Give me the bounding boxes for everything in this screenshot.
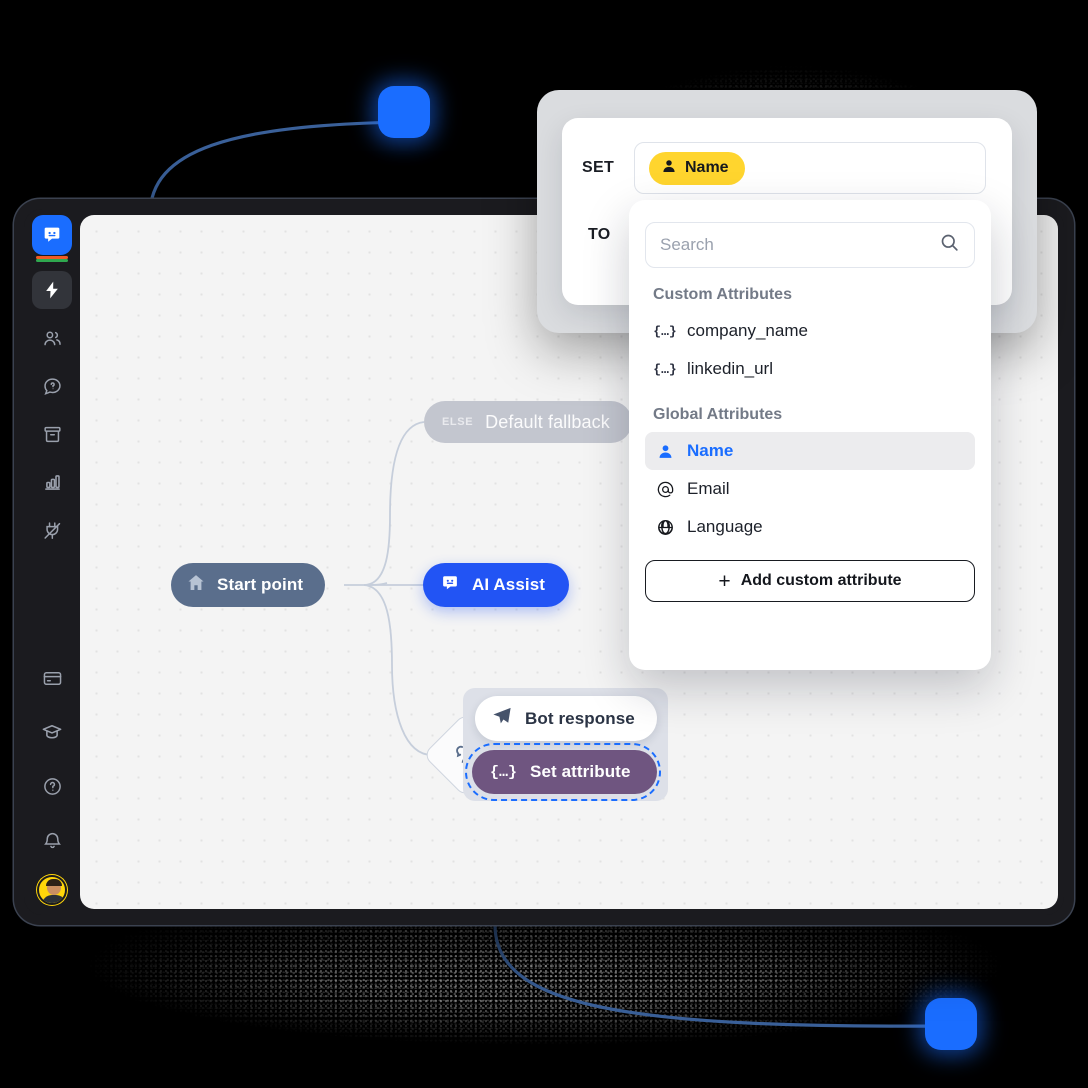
section-title-global: Global Attributes <box>653 406 783 423</box>
node-else-tag: ELSE <box>442 416 474 428</box>
add-custom-attribute-button[interactable]: + Add custom attribute <box>645 560 975 602</box>
chat-question-icon <box>43 377 61 395</box>
to-row: TO <box>588 226 640 244</box>
attribute-chip-label: Name <box>685 159 729 176</box>
lightning-bolt-icon <box>46 281 58 299</box>
plug-icon <box>43 521 60 539</box>
connector-endpoint-dot-top <box>378 86 430 138</box>
sidebar-item-conversations[interactable] <box>32 367 72 405</box>
search-input[interactable] <box>660 235 931 255</box>
curly-braces-icon: {…} <box>653 361 677 377</box>
chatbot-logo-icon <box>32 215 72 255</box>
sidebar-item-academy[interactable] <box>32 713 72 751</box>
curly-braces-icon: {…} <box>653 323 677 339</box>
left-sidebar <box>24 209 80 915</box>
option-label: company_name <box>687 321 808 340</box>
bell-icon <box>43 832 61 848</box>
users-icon <box>43 331 61 345</box>
avatar[interactable] <box>37 875 67 905</box>
sidebar-item-users[interactable] <box>32 319 72 357</box>
home-icon <box>185 572 207 599</box>
set-row: SET Name <box>582 142 986 194</box>
globe-icon <box>655 518 675 537</box>
node-ai-assist[interactable]: AI Assist <box>423 563 570 607</box>
at-sign-icon <box>655 480 675 499</box>
chat-bubble-icon <box>439 572 461 599</box>
option-company-name[interactable]: {…} company_name <box>645 312 975 350</box>
backdrop-shadow-bottom <box>30 905 1060 1065</box>
logo-accent-green <box>36 259 68 262</box>
sidebar-item-archives[interactable] <box>32 415 72 453</box>
option-name[interactable]: Name <box>645 432 975 470</box>
sidebar-item-billing[interactable] <box>32 659 72 697</box>
help-circle-icon <box>43 777 61 795</box>
logo-accent-orange <box>36 256 68 259</box>
node-ai-assist-label: AI Assist <box>472 575 546 594</box>
set-field[interactable]: Name <box>634 142 986 194</box>
node-default-fallback[interactable]: ELSE Default fallback <box>424 401 632 443</box>
person-icon <box>655 443 675 460</box>
search-field[interactable] <box>645 222 975 268</box>
node-start-point-label: Start point <box>217 575 304 594</box>
person-icon <box>661 158 677 179</box>
option-label: Language <box>687 517 763 536</box>
option-label: Name <box>687 441 734 460</box>
option-language[interactable]: Language <box>645 508 975 546</box>
paper-plane-icon <box>491 705 513 732</box>
option-linkedin-url[interactable]: {…} linkedin_url <box>645 350 975 388</box>
connector-endpoint-dot-bottom <box>925 998 977 1050</box>
sidebar-item-integrations[interactable] <box>32 511 72 549</box>
to-label: TO <box>588 226 611 243</box>
chatbot-logo[interactable] <box>32 215 72 262</box>
sidebar-item-reports[interactable] <box>32 463 72 501</box>
option-label: linkedin_url <box>687 359 773 378</box>
sidebar-item-automation[interactable] <box>32 271 72 309</box>
graduation-cap-icon <box>42 724 62 739</box>
set-label: SET <box>582 159 615 176</box>
node-start-point[interactable]: Start point <box>171 563 326 607</box>
attribute-dropdown: Custom Attributes {…} company_name {…} l… <box>629 200 991 670</box>
search-icon <box>939 232 960 258</box>
archive-box-icon <box>43 426 61 442</box>
node-bot-response[interactable]: Bot response <box>475 696 657 741</box>
plus-icon: + <box>718 569 731 593</box>
add-custom-attribute-label: Add custom attribute <box>740 572 902 589</box>
attribute-chip[interactable]: Name <box>649 151 745 185</box>
credit-card-icon <box>43 671 61 685</box>
node-default-fallback-label: Default fallback <box>485 411 610 432</box>
sidebar-item-notifications[interactable] <box>32 821 72 859</box>
option-label: Email <box>687 479 730 498</box>
bar-chart-icon <box>44 474 60 490</box>
node-selection-outline <box>465 743 661 801</box>
option-email[interactable]: Email <box>645 470 975 508</box>
section-title-custom: Custom Attributes <box>653 286 792 303</box>
node-bot-response-label: Bot response <box>525 708 635 728</box>
sidebar-item-help[interactable] <box>32 767 72 805</box>
